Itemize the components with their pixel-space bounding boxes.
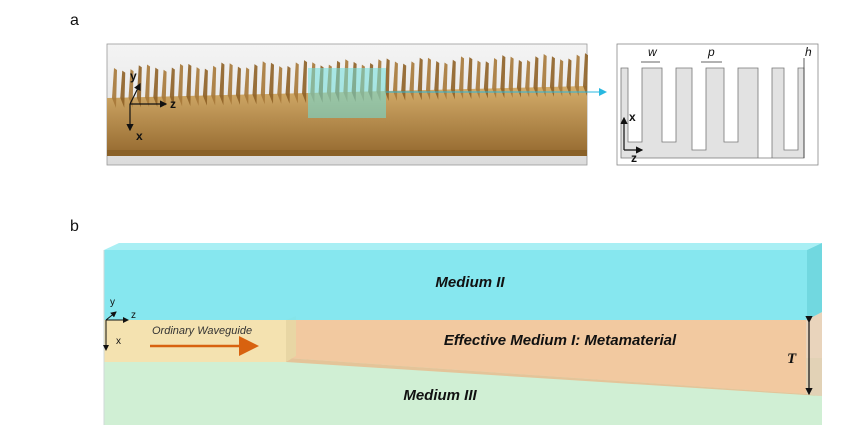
medium-1-region xyxy=(286,320,806,394)
wg-axis-x-label: x xyxy=(116,336,121,347)
fin xyxy=(492,57,498,99)
fin xyxy=(417,57,423,101)
fin xyxy=(202,68,208,106)
xsec-axis-z-label: z xyxy=(631,151,637,165)
fin xyxy=(112,68,117,108)
fin xyxy=(549,56,555,97)
waveguide-axes xyxy=(103,311,129,351)
fin xyxy=(244,67,250,105)
waveguide-label: Ordinary Waveguide xyxy=(152,325,252,337)
photo-axes xyxy=(126,82,168,132)
medium-1-label: Effective Medium I: Metamaterial xyxy=(444,332,677,349)
fin xyxy=(500,55,506,99)
photo-axis-y-label: y xyxy=(130,69,137,83)
fin xyxy=(169,67,175,107)
fin xyxy=(128,69,134,108)
cross-section-diagram: w p h x z xyxy=(616,43,819,166)
fin xyxy=(533,56,539,98)
dim-h-label: h xyxy=(805,45,812,59)
fin xyxy=(583,53,588,96)
fin xyxy=(574,54,580,97)
fin xyxy=(211,65,217,106)
fin xyxy=(178,63,184,107)
fin xyxy=(153,67,159,107)
photo-axis-z-label: z xyxy=(170,97,176,111)
panel-label-a: a xyxy=(70,12,79,29)
cross-section-axes xyxy=(620,116,644,154)
metamaterial-photo: y z x xyxy=(106,43,607,166)
fin xyxy=(434,61,440,100)
dim-p-label: p xyxy=(707,45,715,59)
highlight-region xyxy=(308,68,386,118)
fin xyxy=(252,64,258,105)
fin xyxy=(409,61,415,101)
fin xyxy=(293,62,299,104)
fin xyxy=(302,60,308,104)
fin xyxy=(525,59,531,98)
xsec-axis-x-label: x xyxy=(629,110,636,124)
fin xyxy=(260,61,266,105)
wg-axis-y-label: y xyxy=(110,297,115,308)
fin xyxy=(392,61,398,101)
fin xyxy=(475,60,481,99)
waveguide-diagram: Medium II Effective Medium I: Metamateri… xyxy=(103,243,822,425)
fin xyxy=(277,66,283,104)
fin xyxy=(467,57,473,99)
fin xyxy=(459,56,465,100)
fin xyxy=(145,64,151,108)
fin xyxy=(508,56,514,98)
medium-2-region xyxy=(104,243,822,320)
photo-axis-x-label: x xyxy=(136,129,143,143)
medium-3-label: Medium III xyxy=(403,387,477,404)
fin xyxy=(566,58,572,97)
fin xyxy=(450,59,456,100)
fin xyxy=(285,66,291,104)
fin xyxy=(442,62,448,100)
fin xyxy=(186,63,192,107)
fin xyxy=(516,59,522,98)
fin xyxy=(483,61,489,99)
fin xyxy=(401,63,407,101)
fin xyxy=(227,63,233,106)
medium-2-label: Medium II xyxy=(435,274,505,291)
fin xyxy=(269,62,274,104)
fin xyxy=(541,54,547,98)
fin xyxy=(219,62,225,106)
fin xyxy=(120,70,126,108)
thickness-label: T xyxy=(787,351,797,367)
wg-axis-z-label: z xyxy=(131,310,136,321)
panel-label-b: b xyxy=(70,218,79,235)
fin xyxy=(235,66,241,105)
fin xyxy=(558,59,564,97)
fin xyxy=(161,69,167,107)
fin xyxy=(194,67,200,106)
fin xyxy=(426,57,431,100)
dim-w-label: w xyxy=(648,45,658,59)
